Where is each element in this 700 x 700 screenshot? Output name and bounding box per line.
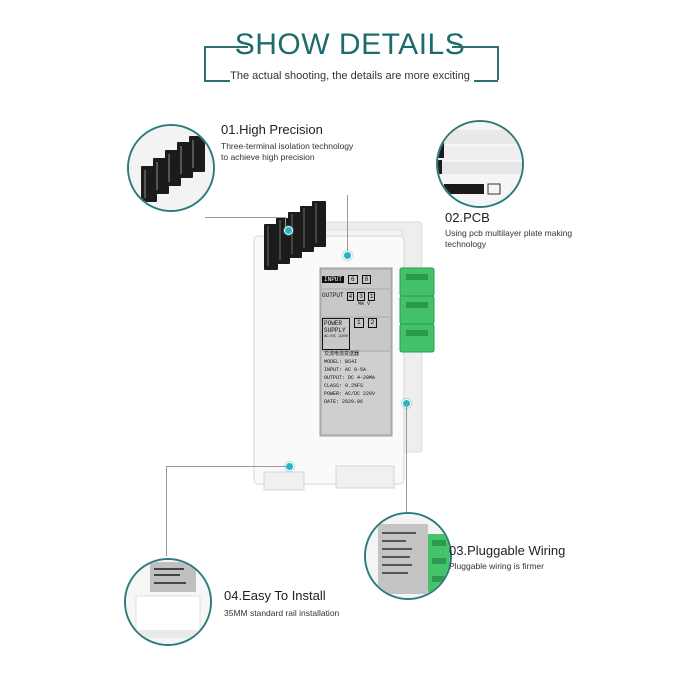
feature-easy-install: 04.Easy To Install 35MM standard rail in… <box>224 588 384 619</box>
label-power: POWER <box>324 320 343 327</box>
title-frame-right-top <box>452 46 498 48</box>
label-power-terminal: 1 <box>354 318 364 328</box>
feature-desc: to achieve high precision <box>221 152 315 162</box>
product-image <box>250 196 450 496</box>
feature-desc: 35MM standard rail installation <box>224 608 340 618</box>
title-frame-right <box>497 46 499 80</box>
wiring-zoom-image <box>366 514 450 598</box>
connector-line <box>347 195 348 251</box>
title-frame-left-top <box>204 46 248 48</box>
label-input-spec: INPUT: AC 0-5A <box>324 367 367 373</box>
feature-pcb: 02.PCB Using pcb multilayer plate making… <box>445 210 595 250</box>
pcb-zoom-image <box>438 122 522 206</box>
feature-desc: Pluggable wiring is firmer <box>449 561 544 571</box>
detail-circle-rail <box>124 558 212 646</box>
title-frame-left <box>204 46 206 80</box>
feature-desc: Using pcb multilayer plate making <box>445 228 573 238</box>
label-power-terminal: 2 <box>367 318 378 328</box>
label-output-sub: MA V <box>358 301 371 307</box>
label-input-terminal: 8 <box>361 274 372 284</box>
feature-desc: technology <box>445 239 487 249</box>
terminals-zoom-image <box>129 126 213 210</box>
label-supply: SUPPLY <box>324 327 346 334</box>
detail-circle-pcb <box>436 120 524 208</box>
feature-title: 03.Pluggable Wiring <box>449 543 566 558</box>
label-output-spec: OUTPUT: DC 4-20MA <box>324 375 376 381</box>
callout-dot-install <box>285 462 294 471</box>
label-input: INPUT <box>322 275 345 283</box>
feature-desc: Three-terminal isolation technology <box>221 141 354 151</box>
page-subtitle: The actual shooting, the details are mor… <box>230 70 470 82</box>
callout-dot-pcb <box>343 251 352 260</box>
label-output-terminal: 4 <box>346 292 355 301</box>
label-output-terminal: 1 <box>367 292 376 301</box>
title-frame-right-bottom <box>474 80 498 82</box>
label-power-sub: AC/DC 220V <box>324 335 349 339</box>
rail-zoom-image <box>126 560 210 644</box>
connector-line <box>166 466 286 467</box>
device-label: INPUT 6 8 OUTPUT 4 3 1 MA V POWER SUPPLY… <box>322 270 388 406</box>
feature-title: 01.High Precision <box>221 122 323 137</box>
label-class-spec: CLASS: 0.2%FS <box>324 383 364 389</box>
title-frame-left-bottom <box>204 80 230 82</box>
label-power-spec: POWER: AC/DC 220V <box>324 391 376 397</box>
label-output-terminal: 3 <box>357 292 365 301</box>
detail-circle-terminals <box>127 124 215 212</box>
label-model: MODEL: BS4I <box>324 359 358 365</box>
page-title: SHOW DETAILS <box>234 28 466 61</box>
feature-high-precision: 01.High Precision Three-terminal isolati… <box>221 122 381 163</box>
callout-dot-precision <box>284 226 293 235</box>
feature-title: 02.PCB <box>445 210 490 225</box>
label-output: OUTPUT <box>322 292 344 299</box>
label-input-terminal: 6 <box>348 274 358 284</box>
connector-line <box>205 217 285 218</box>
feature-title: 04.Easy To Install <box>224 588 326 603</box>
transmitter-illustration <box>253 201 435 491</box>
connector-line <box>406 404 407 512</box>
label-cn-title: 交流电流变送器 <box>324 351 360 357</box>
feature-pluggable-wiring: 03.Pluggable Wiring Pluggable wiring is … <box>449 543 609 572</box>
connector-line <box>285 217 286 227</box>
connector-line <box>166 466 167 556</box>
label-date-spec: DATE: 2020.06 <box>324 399 364 405</box>
detail-circle-wiring <box>364 512 452 600</box>
